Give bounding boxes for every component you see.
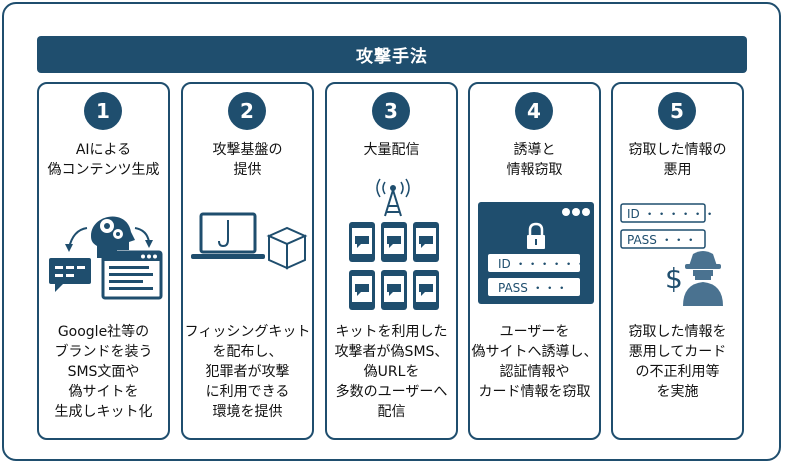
card-description: フィッシングキット を配布し、 犯罪者が攻撃 に利用できる 環境を提供 xyxy=(184,324,311,420)
card-description: Google社等の ブランドを装う SMS文面や 偽サイトを 生成しキット化 xyxy=(54,324,153,420)
card-title: AIによる 偽コンテンツ生成 xyxy=(47,142,160,178)
card-4: 4 誘導と 情報窃取 ID ・・・・・・ PASS ・・・ ユーザーを 偽サイト… xyxy=(468,82,601,440)
login-window-icon: ID ・・・・・・ PASS ・・・ xyxy=(478,202,594,304)
laptop-hook-package-icon xyxy=(191,212,308,270)
ai-head-gears-icon xyxy=(49,216,163,300)
card-description: キットを利用した 攻撃者が偽SMS、 偽URLを 多数のユーザーへ 配信 xyxy=(334,324,449,420)
step-number: 4 xyxy=(515,92,553,130)
card-title: 窃取した情報の 悪用 xyxy=(628,142,727,178)
card-3: 3 大量配信 xyxy=(325,82,458,440)
card-title: 大量配信 xyxy=(363,142,420,158)
step-number: 1 xyxy=(84,92,122,130)
card-title: 誘導と 情報窃取 xyxy=(506,142,563,178)
pass-field-text: PASS ・・・ xyxy=(498,281,568,295)
card-1: 1 AIによる 偽コンテンツ生成 Google社等の ブランドを装う SMS文面… xyxy=(37,82,170,440)
card-5: 5 窃取した情報の 悪用 ID ・・・・・・ PASS ・・・ $ 窃取した情報… xyxy=(611,82,744,440)
step-number: 3 xyxy=(372,92,410,130)
pass-field-text: PASS ・・・ xyxy=(627,233,697,247)
step-number: 5 xyxy=(658,92,696,130)
id-field-text: ID ・・・・・・ xyxy=(627,207,716,221)
hacker-dollar-icon: ID ・・・・・・ PASS ・・・ $ xyxy=(620,203,723,306)
svg-text:$: $ xyxy=(665,262,683,295)
card-description: ユーザーを 偽サイトへ誘導し、 認証情報や カード情報を窃取 xyxy=(471,324,598,400)
banner-title: 攻撃手法 xyxy=(37,36,747,73)
card-title: 攻撃基盤の 提供 xyxy=(212,142,283,178)
card-description: 窃取した情報を 悪用してカード の不正利用等 を実施 xyxy=(628,324,727,400)
antenna-phones-icon xyxy=(349,178,439,310)
id-field-text: ID ・・・・・・ xyxy=(498,257,587,271)
step-number: 2 xyxy=(228,92,266,130)
card-2: 2 攻撃基盤の 提供 フィッシングキット を配布し、 犯罪者が攻撃 に利用できる… xyxy=(181,82,314,440)
